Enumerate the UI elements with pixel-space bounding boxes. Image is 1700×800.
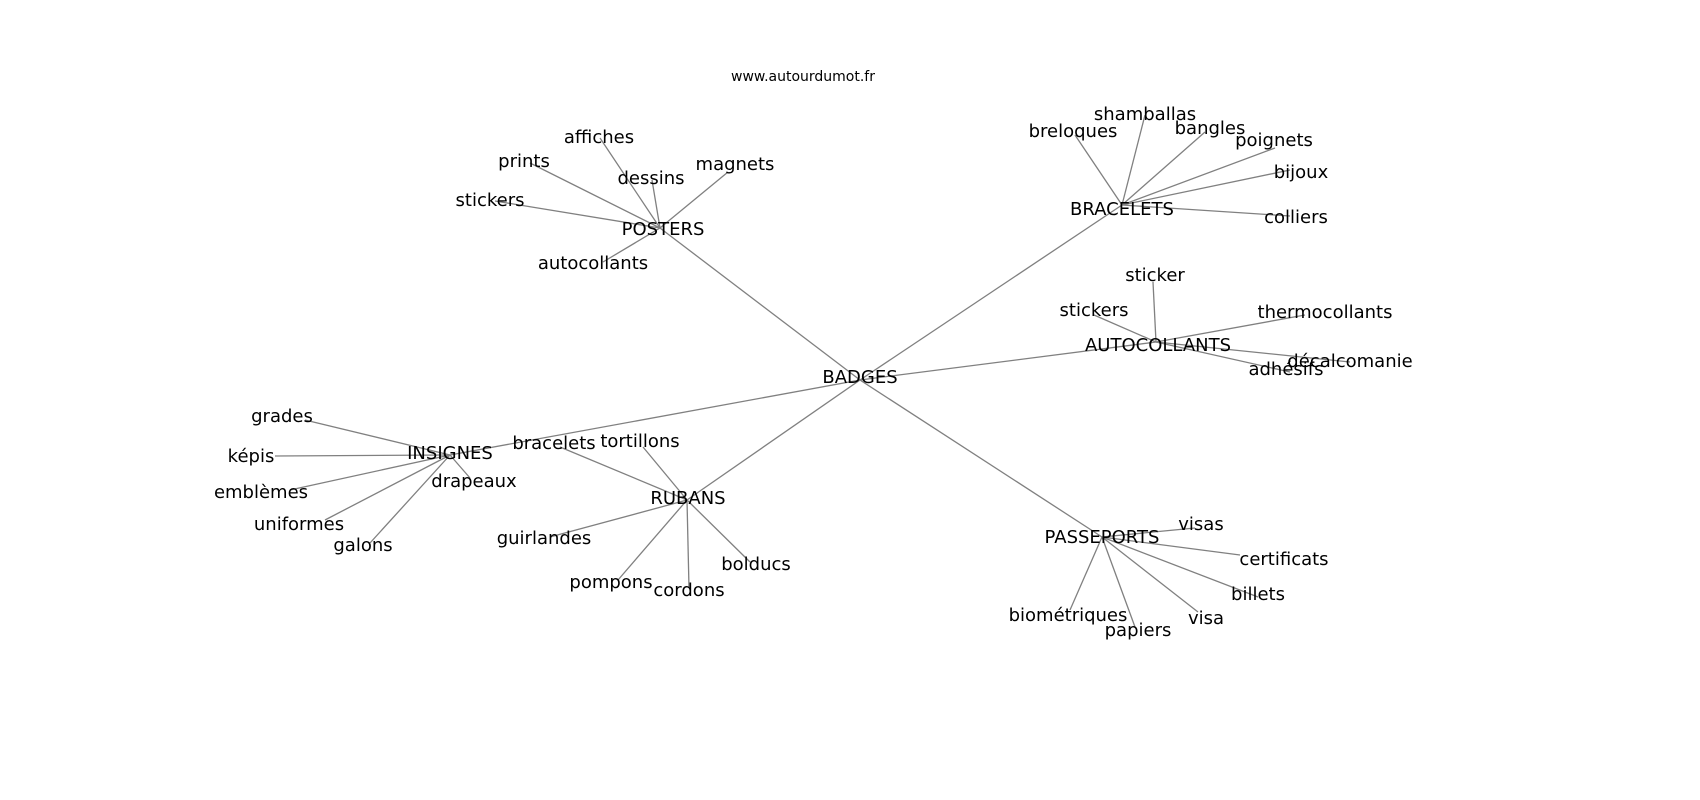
leaf-node-label: décalcomanie xyxy=(1287,351,1412,372)
edge-leaf xyxy=(1121,114,1146,206)
leaf-node-label: tortillons xyxy=(600,431,679,452)
leaf-node-label: magnets xyxy=(696,154,775,175)
leaf-node-label: cordons xyxy=(653,580,724,601)
leaf-node-label: bijoux xyxy=(1274,162,1329,183)
leaf-node-label: képis xyxy=(228,446,275,467)
edge-badges-posters xyxy=(659,227,861,381)
edge-leaf xyxy=(1101,536,1199,613)
site-title: www.autourdumot.fr xyxy=(731,69,875,85)
edge-leaf xyxy=(1074,134,1123,206)
group-node-label: RUBANS xyxy=(650,488,725,509)
edge-leaf xyxy=(494,200,661,229)
edge-leaf xyxy=(599,137,661,229)
leaf-node-label: prints xyxy=(498,151,550,172)
node-labels: POSTERS affiches prints dessins magnets stick… xyxy=(214,104,1413,641)
edge-leaf xyxy=(1101,527,1196,538)
edge-leaf xyxy=(1101,536,1136,628)
leaf-node-label: affiches xyxy=(564,127,634,148)
edge-leaf xyxy=(1155,341,1291,373)
leaf-node-label: thermocollants xyxy=(1258,302,1393,323)
group-node-label: INSIGNES xyxy=(407,443,493,464)
edge-leaf xyxy=(449,454,471,479)
leaf-node-label: guirlandes xyxy=(497,528,592,549)
group-node-label: BRACELETS xyxy=(1070,199,1174,220)
edge-leaf xyxy=(1152,281,1157,343)
leaf-node-label: dessins xyxy=(617,168,684,189)
leaf-node-label: adhésifs xyxy=(1248,359,1323,380)
leaf-node-label: colliers xyxy=(1264,207,1328,228)
edge-leaf xyxy=(1101,536,1241,556)
edge-leaf xyxy=(1069,536,1103,611)
edge-leaf xyxy=(304,419,451,456)
edges xyxy=(274,114,1351,628)
leaf-node-label: autocollants xyxy=(538,253,648,274)
center-node-label: BADGES xyxy=(822,367,897,388)
edge-leaf xyxy=(549,499,688,538)
edge-leaf xyxy=(274,454,451,457)
edge-leaf xyxy=(1121,147,1276,206)
edge-leaf xyxy=(1121,169,1291,206)
leaf-node-label: biométriques xyxy=(1009,605,1128,626)
edge-badges-autocollants xyxy=(859,341,1157,381)
edge-leaf xyxy=(602,227,661,263)
leaf-node-label: papiers xyxy=(1105,620,1172,641)
leaf-node-label: bolducs xyxy=(721,554,791,575)
edge-badges-passeports xyxy=(859,379,1103,538)
edge-leaf xyxy=(289,454,451,491)
leaf-node-label: poignets xyxy=(1235,130,1313,151)
group-node-label: AUTOCOLLANTS xyxy=(1085,335,1231,356)
edge-leaf xyxy=(1121,131,1206,206)
leaf-node-label: pompons xyxy=(569,572,652,593)
edge-leaf xyxy=(1155,341,1351,363)
leaf-node-label: certificats xyxy=(1239,549,1328,570)
leaf-node-label: stickers xyxy=(456,190,525,211)
edge-badges-insignes xyxy=(449,379,861,456)
leaf-node-label: visa xyxy=(1188,608,1224,629)
edge-badges-rubans xyxy=(686,379,861,501)
group-node-label: POSTERS xyxy=(622,219,705,240)
edge-leaf xyxy=(686,499,690,589)
leaf-node-label: visas xyxy=(1178,514,1223,535)
leaf-node-label: emblèmes xyxy=(214,482,308,503)
edge-leaf xyxy=(1155,314,1306,343)
leaf-node-label: bracelets xyxy=(512,433,595,454)
edge-leaf xyxy=(324,454,451,521)
group-node-label: PASSEPORTS xyxy=(1045,527,1160,548)
edge-leaf xyxy=(617,499,688,581)
leaf-node-label: breloques xyxy=(1029,121,1118,142)
edge-leaf xyxy=(559,446,688,501)
edge-leaf xyxy=(1093,314,1157,343)
leaf-node-label: sticker xyxy=(1125,265,1185,286)
leaf-node-label: stickers xyxy=(1060,300,1129,321)
edge-leaf xyxy=(686,499,751,563)
edge-leaf xyxy=(1121,204,1291,217)
edge-leaf xyxy=(529,162,661,229)
edge-leaf xyxy=(651,179,661,229)
edge-leaf xyxy=(659,171,729,229)
leaf-node-label: galons xyxy=(333,535,392,556)
edge-leaf xyxy=(369,454,451,544)
leaf-node-label: grades xyxy=(251,406,313,427)
edge-badges-bracelets xyxy=(859,204,1123,381)
edge-leaf xyxy=(1101,536,1259,598)
edge-leaf xyxy=(642,446,688,501)
leaf-node-label: bangles xyxy=(1175,118,1246,139)
leaf-node-label: uniformes xyxy=(254,514,344,535)
leaf-node-label: drapeaux xyxy=(431,471,517,492)
leaf-node-label: shamballas xyxy=(1094,104,1196,125)
leaf-node-label: billets xyxy=(1231,584,1285,605)
